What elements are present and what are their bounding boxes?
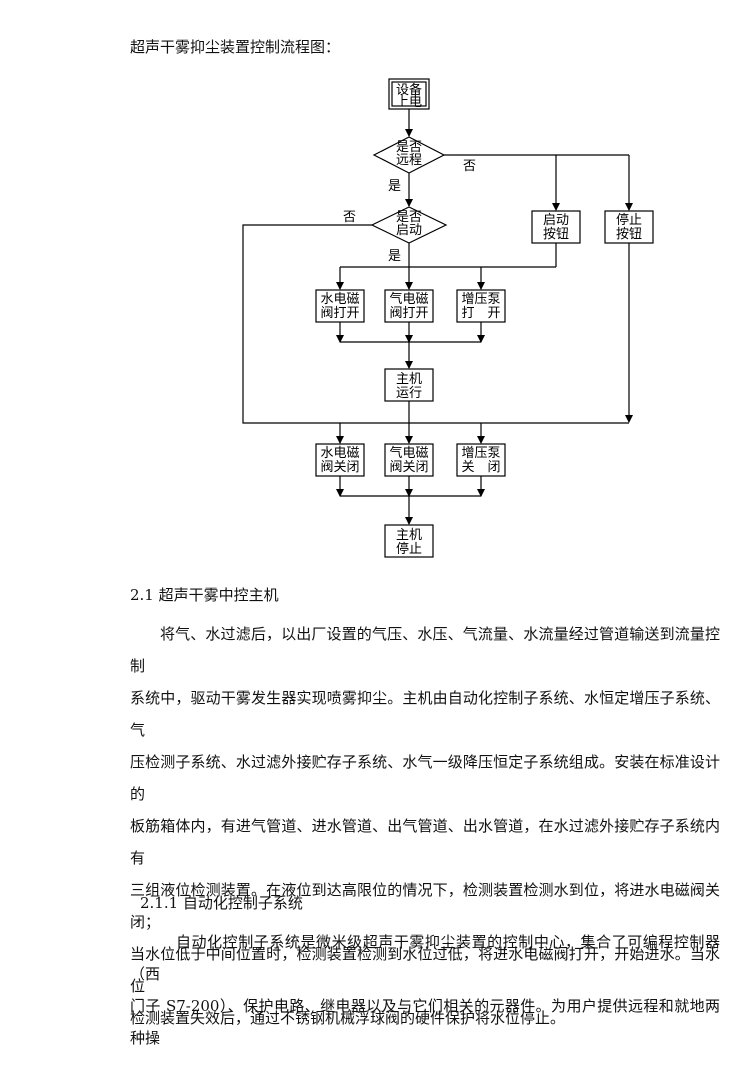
start-q-line2: 启动 [396,223,422,238]
gvc-line1: 气电磁 [389,445,428,461]
paragraph-line: 系统中，驱动干雾发生器实现喷雾抑尘。主机由自动化控制子系统、水恒定增压子系统、气 [130,689,720,739]
paragraph-line: 三组液位检测装置。在液位到达高限位的情况下，检测装置检测水到位，将进水电磁阀关闭… [130,881,720,931]
po-line1: 增压泵 [461,292,500,307]
wvc-line2: 阀关闭 [320,460,359,475]
remote-line2: 远程 [396,153,422,168]
no-label-start: 否 [343,210,356,225]
section-2-1-heading: 2.1 超声干雾中控主机 [130,586,279,604]
stop-line2: 停止 [396,541,422,557]
pc-line1: 增压泵 [461,446,500,461]
paragraph-line: 自动化控制子系统是微米级超声干雾抑尘装置的控制中心，集合了可编程控制器（西 [130,933,720,983]
stop-btn-line2: 按钮 [616,227,642,242]
paragraph-line: 将气、水过滤后，以出厂设置的气压、水压、气流量、水流量经过管道输送到流量控制 [130,625,720,675]
paragraph-line: 压检测子系统、水过滤外接贮存子系统、水气一级降压恒定子系统组成。安装在标准设计的 [130,753,720,803]
gvo-line1: 气电磁 [389,291,428,307]
yes-label-start: 是 [388,249,401,264]
gvc-line2: 阀关闭 [389,460,428,475]
stop-button-box: 停止 按钮 [604,210,654,244]
paragraph-line: 当水位低于中间位置时，检测装置检测到水位过低，将进水电磁阀打开，开始进水。当水位 [130,945,720,995]
water-valve-close-box: 水电磁 阀关闭 [315,443,365,477]
po-line2: 打 开 [461,306,500,321]
start-q-line1: 是否 [396,210,422,225]
pump-open-box: 增压泵 打 开 [456,289,506,323]
host-stop-box: 主机 停止 [384,524,434,558]
stop-line1: 主机 [396,528,422,543]
wvo-line1: 水电磁 [320,292,359,307]
wvc-line1: 水电磁 [320,446,359,461]
paragraph-line: 检测装置失效后，通过不锈钢机械浮球阀的硬件保护将水位停止。 [130,1009,566,1027]
host-run-box: 主机 运行 [384,368,434,402]
run-line2: 运行 [396,386,422,401]
paragraph-line: 板筋箱体内，有进气管道、进水管道、出气管道、出水管道，在水过滤外接贮存子系统内有 [130,817,720,867]
start-btn-line1: 启动 [543,213,569,228]
start-btn-line2: 按钮 [543,227,569,242]
gvo-line2: 阀打开 [389,306,428,321]
remote-line1: 是否 [396,140,422,155]
run-line1: 主机 [396,372,422,387]
pc-line2: 关 闭 [461,460,500,475]
section-2-1-1-body: 自动化控制子系统是微米级超声干雾抑尘装置的控制中心，集合了可编程控制器（西 门子… [130,926,720,1054]
gas-valve-open-box: 气电磁 阀打开 [384,289,434,323]
flowchart-title: 超声干雾抑尘装置控制流程图： [130,38,341,56]
gas-valve-close-box: 气电磁 阀关闭 [384,443,434,477]
power-on-box: 设备 上电 [388,78,430,110]
power-on-line1: 设备 [396,82,422,98]
start-decision: 是否 启动 [370,206,448,244]
wvo-line2: 阀打开 [320,306,359,321]
power-on-line2: 上电 [396,95,422,110]
paragraph-line: 门子 S7-200）、保护电路、继电器以及与它们相关的元器件。为用户提供远程和就… [130,997,720,1047]
no-label-remote: 否 [463,159,476,174]
start-button-box: 启动 按钮 [531,210,581,244]
control-flowchart: 设备 上电 是否 远程 否 是 是否 启动 否 是 启动 按钮 停止 按钮 [242,78,654,558]
section-2-1-body: 将气、水过滤后，以出厂设置的气压、水压、气流量、水流量经过管道输送到流量控制 系… [130,618,720,1034]
water-valve-open-box: 水电磁 阀打开 [315,289,365,323]
pump-close-box: 增压泵 关 闭 [456,443,506,477]
yes-label-remote: 是 [388,179,401,194]
remote-decision: 是否 远程 [372,136,446,174]
section-2-1-1-heading: 2.1.1 自动化控制子系统 [140,894,303,912]
stop-btn-line1: 停止 [616,212,642,228]
